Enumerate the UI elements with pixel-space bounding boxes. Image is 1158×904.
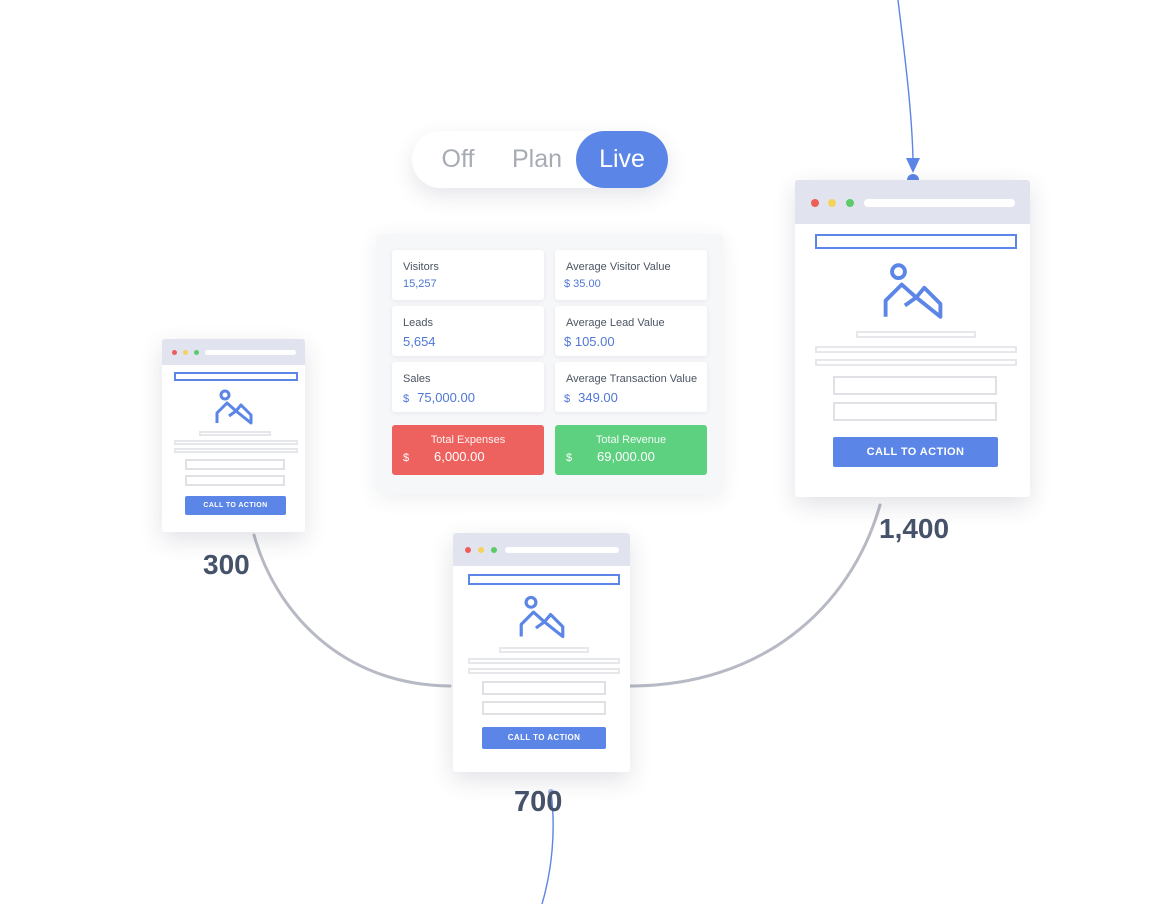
total-expenses-label: Total Expenses (430, 434, 506, 446)
visitor-count-large: 1,400 (879, 513, 950, 544)
stat-card-avg-lead-value: Average Lead Value $ 105.00 (555, 306, 707, 356)
stat-label: Leads (403, 317, 433, 329)
form-field[interactable] (482, 701, 606, 715)
visitor-count-small: 300 (203, 549, 250, 580)
form-field[interactable] (185, 459, 285, 470)
text-line-placeholder (815, 359, 1017, 366)
stat-label: Average Transaction Value (566, 373, 698, 385)
total-expenses-card: Total Expenses $ 6,000.00 (392, 425, 544, 475)
address-bar (864, 199, 1015, 207)
form-field[interactable] (833, 402, 997, 421)
total-revenue-card: Total Revenue $ 69,000.00 (555, 425, 707, 475)
browser-bar (795, 180, 1030, 224)
stats-panel: Visitors 15,257 Average Visitor Value $ … (376, 234, 723, 494)
close-dot-icon (811, 199, 819, 207)
toggle-option-live[interactable]: Live (576, 131, 668, 188)
exit-line-bottom (541, 791, 554, 904)
stat-value: $ 35.00 (564, 278, 601, 290)
stat-card-visitors: Visitors 15,257 (392, 250, 544, 300)
address-bar (505, 547, 619, 553)
stat-label: Visitors (403, 261, 439, 273)
maximize-dot-icon (194, 350, 199, 355)
stat-card-avg-visitor-value: Average Visitor Value $ 35.00 (555, 250, 707, 300)
address-bar (205, 350, 296, 355)
headline-placeholder (468, 574, 620, 585)
landing-page-small[interactable]: CALL TO ACTION (162, 339, 305, 532)
toggle-option-plan[interactable]: Plan (511, 145, 563, 173)
form-field[interactable] (185, 475, 285, 486)
arrow-down-icon (906, 158, 920, 173)
headline-placeholder (174, 372, 298, 381)
currency-symbol: $ (403, 452, 410, 464)
close-dot-icon (465, 547, 471, 553)
minimize-dot-icon (183, 350, 188, 355)
subheading-placeholder (199, 431, 271, 436)
text-line-placeholder (468, 668, 620, 674)
stat-value: 5,654 (403, 334, 436, 349)
visitor-count-medium: 700 (514, 786, 563, 818)
stat-value: $349.00 (564, 390, 618, 405)
stat-value: $75,000.00 (403, 390, 475, 405)
toggle-option-off[interactable]: Off (441, 145, 475, 173)
text-line-placeholder (468, 658, 620, 664)
form-field[interactable] (482, 681, 606, 695)
total-revenue-value: 69,000.00 (597, 449, 655, 464)
landing-page-medium[interactable]: CALL TO ACTION (453, 533, 630, 772)
connector-middle-to-right (628, 503, 882, 688)
stat-value: 15,257 (403, 278, 437, 290)
stat-card-leads: Leads 5,654 (392, 306, 544, 356)
total-expenses-value: 6,000.00 (434, 449, 485, 464)
currency-symbol: $ (564, 393, 571, 405)
stat-label: Average Lead Value (566, 317, 665, 329)
traffic-arrow-line (897, 0, 914, 161)
stat-label: Average Visitor Value (566, 261, 671, 273)
cta-button[interactable]: CALL TO ACTION (833, 437, 998, 467)
cta-button[interactable]: CALL TO ACTION (185, 496, 286, 515)
stat-amount: 75,000.00 (417, 390, 475, 405)
text-line-placeholder (174, 448, 298, 453)
total-revenue-label: Total Revenue (595, 434, 667, 446)
stat-label: Sales (403, 373, 431, 385)
stat-amount: 349.00 (578, 390, 618, 405)
headline-placeholder (815, 234, 1017, 249)
browser-bar (162, 339, 305, 365)
text-line-placeholder (174, 440, 298, 445)
subheading-placeholder (856, 331, 976, 338)
connector-left-to-middle (252, 533, 452, 688)
maximize-dot-icon (491, 547, 497, 553)
landing-page-large[interactable]: CALL TO ACTION (795, 180, 1030, 497)
exit-line-node (548, 789, 554, 795)
currency-symbol: $ (403, 393, 410, 405)
minimize-dot-icon (478, 547, 484, 553)
stat-value: $ 105.00 (564, 334, 615, 349)
close-dot-icon (172, 350, 177, 355)
image-placeholder-icon (883, 263, 943, 319)
currency-symbol: $ (566, 452, 573, 464)
form-field[interactable] (833, 376, 997, 395)
text-line-placeholder (815, 346, 1017, 353)
image-placeholder-icon (215, 389, 253, 425)
browser-bar (453, 533, 630, 566)
minimize-dot-icon (828, 199, 836, 207)
maximize-dot-icon (846, 199, 854, 207)
subheading-placeholder (499, 647, 589, 653)
stat-card-avg-transaction-value: Average Transaction Value $349.00 (555, 362, 707, 412)
stat-card-sales: Sales $75,000.00 (392, 362, 544, 412)
traffic-arrow-stub (907, 174, 919, 180)
cta-button[interactable]: CALL TO ACTION (482, 727, 606, 749)
mode-toggle[interactable]: Off Plan Live (412, 131, 668, 188)
image-placeholder-icon (519, 595, 565, 639)
